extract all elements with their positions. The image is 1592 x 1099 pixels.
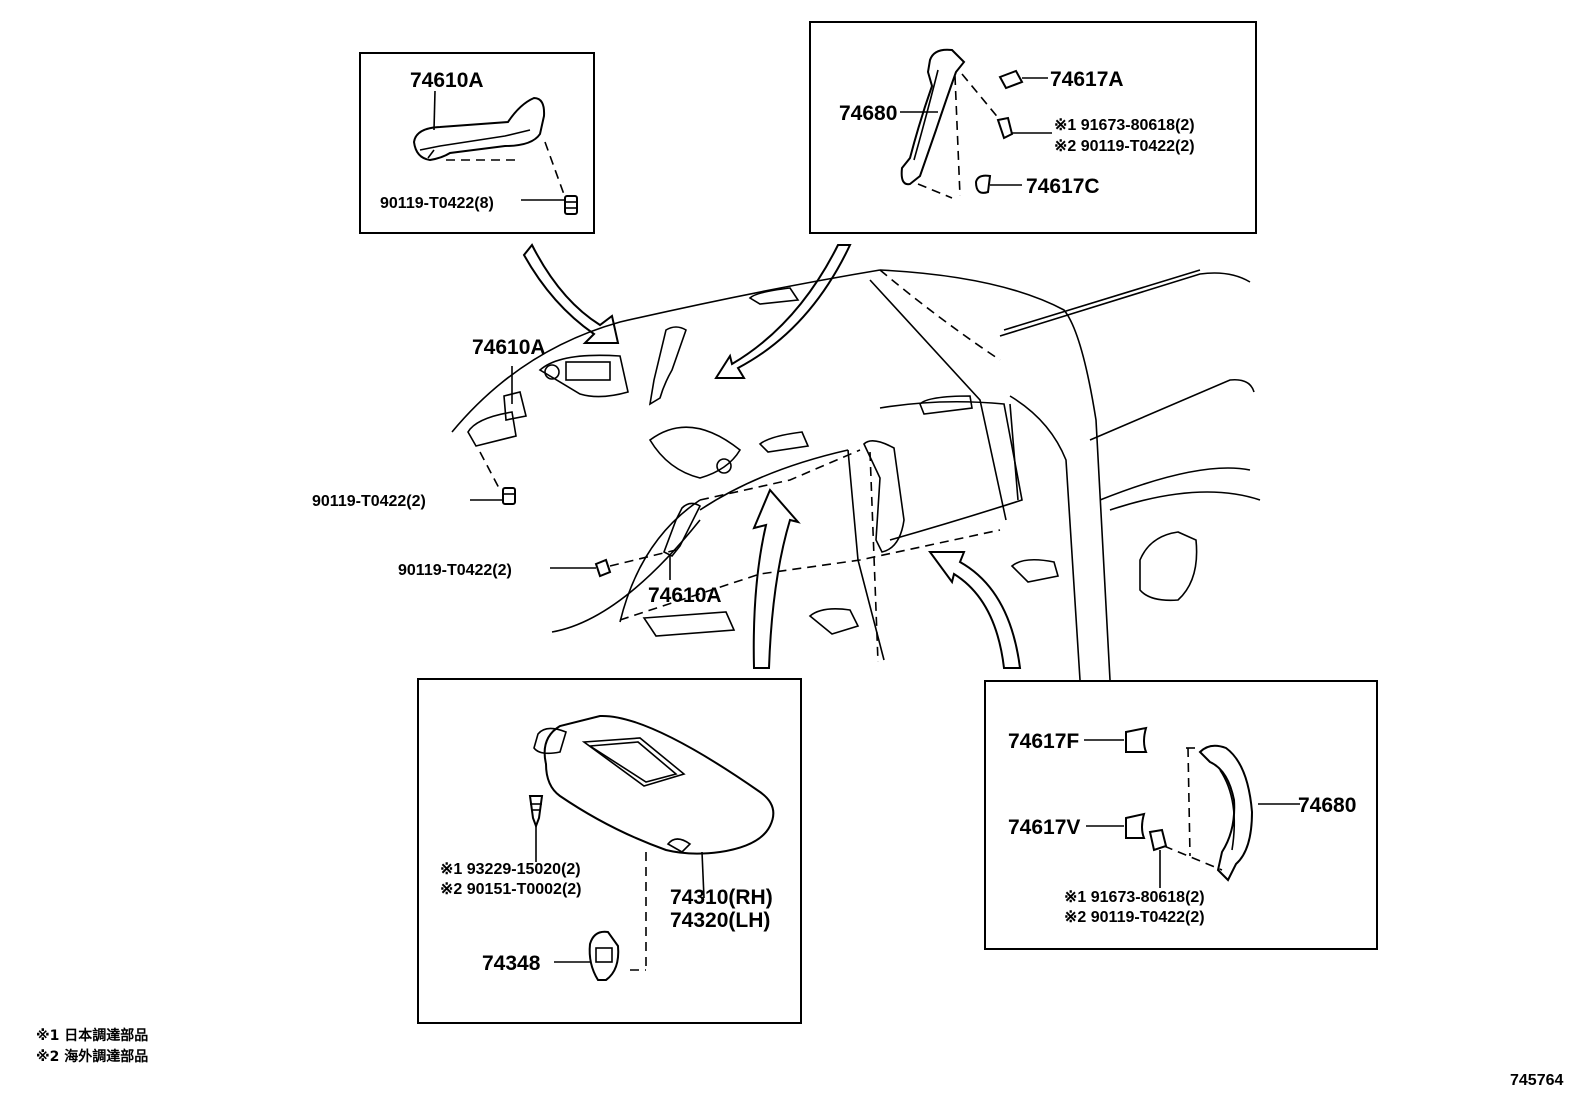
pointer-arrow xyxy=(714,244,852,379)
footnote-2: ※2 海外調達部品 xyxy=(36,1048,148,1065)
inset-box-sun-visor xyxy=(417,678,802,1024)
callout-assist-grip-box: 74610A xyxy=(410,69,484,92)
callout-screw-90119-top: ※2 90119-T0422(2) xyxy=(1054,138,1195,155)
callout-screw-8: 90119-T0422(8) xyxy=(380,195,494,212)
callout-cap-74617a: 74617A xyxy=(1050,68,1124,91)
grip-part-box4 xyxy=(1198,744,1254,882)
callout-cap-74617c: 74617C xyxy=(1026,175,1100,198)
callout-cap-74617v: 74617V xyxy=(1008,816,1080,839)
grip-part-box2 xyxy=(900,48,966,186)
vehicle-interior-outline xyxy=(451,269,1261,681)
screw-icon xyxy=(594,558,612,578)
pointer-arrow xyxy=(928,551,1022,669)
assist-grip-part-box1 xyxy=(412,96,546,162)
figure-number: 745764 xyxy=(1510,1072,1563,1089)
cap-icon xyxy=(1125,726,1148,753)
screw-icon xyxy=(1148,828,1168,852)
callout-assist-grip-pillar: 74610A xyxy=(648,584,722,607)
screw-icon xyxy=(996,116,1014,140)
screw-icon xyxy=(502,487,516,505)
sun-visor-part xyxy=(533,714,775,855)
callout-screw-left-a: 90119-T0422(2) xyxy=(312,493,426,510)
inset-box-side-grip xyxy=(984,680,1378,950)
callout-screw-90151: ※2 90151-T0002(2) xyxy=(440,881,582,898)
callout-screw-left-b: 90119-T0422(2) xyxy=(398,562,512,579)
cap-icon xyxy=(1125,812,1146,839)
screw-icon xyxy=(528,795,544,829)
cap-icon xyxy=(998,69,1024,90)
callout-screw-93229: ※1 93229-15020(2) xyxy=(440,861,581,878)
cap-icon xyxy=(974,174,992,194)
callout-visor-rh: 74310(RH) xyxy=(670,886,773,909)
screw-icon xyxy=(564,195,578,215)
callout-screw-90119-bottom: ※2 90119-T0422(2) xyxy=(1064,909,1205,926)
footnote-1: ※1 日本調達部品 xyxy=(36,1027,148,1044)
callout-grip-74680-bottom: 74680 xyxy=(1298,794,1356,817)
callout-assist-grip-left: 74610A xyxy=(472,336,546,359)
pointer-arrow xyxy=(522,243,620,344)
callout-screw-91673-bottom: ※1 91673-80618(2) xyxy=(1064,889,1205,906)
inset-box-assist-grip xyxy=(359,52,595,234)
callout-visor-lh: 74320(LH) xyxy=(670,909,770,932)
inset-box-rear-grip xyxy=(809,21,1257,234)
callout-grip-74680-top: 74680 xyxy=(839,102,897,125)
visor-holder-icon xyxy=(588,930,620,981)
pointer-arrow xyxy=(752,488,801,669)
callout-screw-91673-top: ※1 91673-80618(2) xyxy=(1054,117,1195,134)
callout-holder-74348: 74348 xyxy=(482,952,541,975)
callout-cap-74617f: 74617F xyxy=(1008,730,1079,753)
